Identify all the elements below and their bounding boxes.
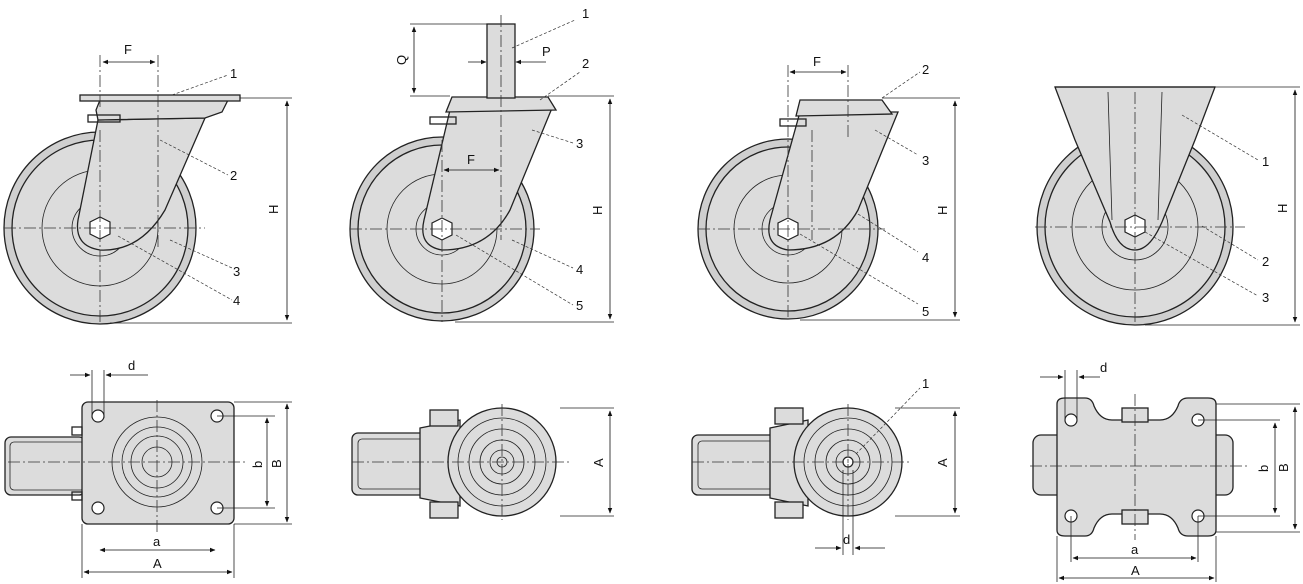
dim-label-A: A [591, 458, 606, 467]
callout-1: 1 [230, 66, 237, 81]
callout-1: 1 [582, 6, 589, 21]
dim-label-A: A [935, 458, 950, 467]
dim-label-B: B [1276, 463, 1291, 472]
callout-3: 3 [233, 264, 240, 279]
callout-5: 5 [576, 298, 583, 313]
callout-2: 2 [230, 168, 237, 183]
dim-label-d: d [1100, 360, 1107, 375]
dim-label-A: A [1131, 563, 1140, 578]
dim-label-d: d [128, 358, 135, 373]
dim-label-Q: Q [394, 55, 409, 65]
dim-label-d: d [843, 532, 850, 547]
callout-3: 3 [576, 136, 583, 151]
swivel-bolthole-caster-top-view: 1 d A [691, 376, 960, 555]
callout-4: 4 [576, 262, 583, 277]
swivel-stem-caster-top-view: A [351, 404, 614, 520]
fixed-plate-caster-side-view: 1 2 3 H [1035, 86, 1300, 326]
dim-label-P: P [542, 44, 551, 59]
dim-label-b: b [250, 461, 265, 468]
fixed-plate-caster-top-view: d a A b B [1030, 360, 1300, 582]
dim-label-H: H [266, 205, 281, 214]
callout-1: 1 [1262, 154, 1269, 169]
callout-4: 4 [922, 250, 929, 265]
dim-label-H: H [590, 206, 605, 215]
dim-label-B: B [269, 459, 284, 468]
callout-2: 2 [922, 62, 929, 77]
callout-3: 3 [922, 153, 929, 168]
dim-label-H: H [935, 206, 950, 215]
dim-label-b: b [1256, 465, 1271, 472]
callout-3: 3 [1262, 290, 1269, 305]
callout-2: 2 [582, 56, 589, 71]
dim-label-F: F [813, 54, 821, 69]
dim-label-F: F [467, 152, 475, 167]
dim-label-a: a [1131, 542, 1139, 557]
callout-5: 5 [922, 304, 929, 319]
dim-label-H: H [1275, 204, 1290, 213]
dim-label-F: F [124, 42, 132, 57]
swivel-plate-caster-top-view: d a A b B [4, 358, 292, 578]
swivel-stem-caster-side-view: Q P F 1 2 3 4 5 H [349, 6, 614, 323]
callout-2: 2 [1262, 254, 1269, 269]
callout-1: 1 [922, 376, 929, 391]
dim-label-A: A [153, 556, 162, 571]
callout-4: 4 [233, 293, 240, 308]
swivel-plate-caster-side-view: F 1 2 3 4 H [3, 42, 292, 325]
dim-label-a: a [153, 534, 161, 549]
swivel-bolthole-caster-side-view: F 2 3 4 5 H [697, 54, 960, 321]
